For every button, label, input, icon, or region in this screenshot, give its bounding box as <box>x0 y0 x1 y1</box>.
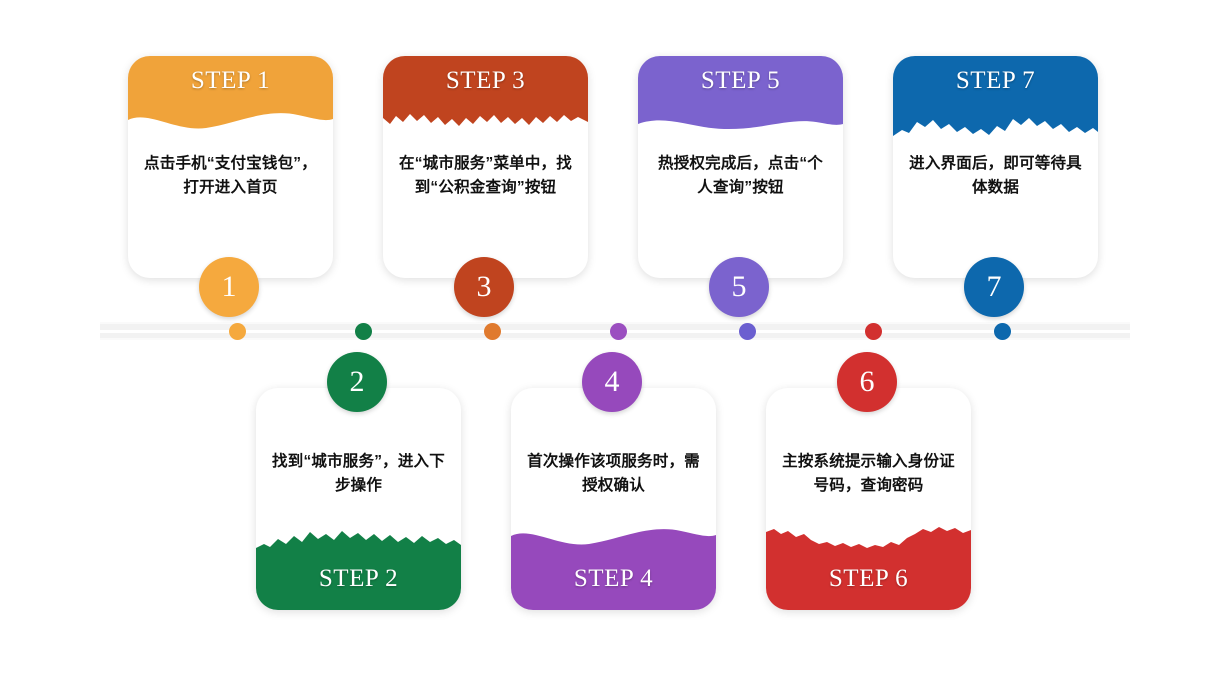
step-text-6: 主按系统提示输入身份证号码，查询密码 <box>782 453 955 495</box>
step-text-4: 首次操作该项服务时，需授权确认 <box>527 453 700 495</box>
step-number-circle-1[interactable]: 1 <box>199 257 259 317</box>
step-band-edge-1 <box>128 102 333 148</box>
timeline-dot-6[interactable] <box>865 323 882 340</box>
timeline-dot-5[interactable] <box>739 323 756 340</box>
step-card-7[interactable]: STEP 7 进入界面后，即可等待具体数据 <box>893 56 1098 278</box>
step-number-circle-6[interactable]: 6 <box>837 352 897 412</box>
step-band-5: STEP 5 <box>638 56 843 148</box>
step-label-4: STEP 4 <box>573 565 654 592</box>
step-band-4: STEP 4 <box>511 518 716 610</box>
timeline-dot-4[interactable] <box>610 323 627 340</box>
step-card-1[interactable]: STEP 1 点击手机“支付宝钱包”，打开进入首页 <box>128 56 333 278</box>
step-label-6: STEP 6 <box>828 565 909 592</box>
step-card-3[interactable]: STEP 3 在“城市服务”菜单中，找到“公积金查询”按钮 <box>383 56 588 278</box>
timeline-dot-2[interactable] <box>355 323 372 340</box>
timeline-dot-3[interactable] <box>484 323 501 340</box>
step-band-1: STEP 1 <box>128 56 333 148</box>
step-card-5[interactable]: STEP 5 热授权完成后，点击“个人查询”按钮 <box>638 56 843 278</box>
step-band-edge-5 <box>638 102 843 148</box>
step-band-edge-3 <box>383 102 588 148</box>
step-label-5: STEP 5 <box>700 67 781 94</box>
step-band-edge-6 <box>766 518 971 564</box>
step-text-2: 找到“城市服务”，进入下步操作 <box>272 453 445 495</box>
step-number-circle-4[interactable]: 4 <box>582 352 642 412</box>
step-text-7: 进入界面后，即可等待具体数据 <box>909 155 1082 197</box>
step-card-2[interactable]: STEP 2 找到“城市服务”，进入下步操作 <box>256 388 461 610</box>
step-band-2: STEP 2 <box>256 518 461 610</box>
step-label-3: STEP 3 <box>445 67 526 94</box>
step-text-3: 在“城市服务”菜单中，找到“公积金查询”按钮 <box>399 155 572 197</box>
step-band-edge-4 <box>511 518 716 564</box>
step-band-6: STEP 6 <box>766 518 971 610</box>
timeline-dot-7[interactable] <box>994 323 1011 340</box>
step-number-circle-2[interactable]: 2 <box>327 352 387 412</box>
step-band-3: STEP 3 <box>383 56 588 148</box>
step-band-edge-2 <box>256 518 461 564</box>
step-text-1: 点击手机“支付宝钱包”，打开进入首页 <box>144 155 317 197</box>
step-band-edge-7 <box>893 102 1098 148</box>
step-label-7: STEP 7 <box>955 67 1036 94</box>
step-label-2: STEP 2 <box>318 565 399 592</box>
step-label-1: STEP 1 <box>190 67 271 94</box>
step-number-circle-3[interactable]: 3 <box>454 257 514 317</box>
timeline-dot-1[interactable] <box>229 323 246 340</box>
step-card-6[interactable]: STEP 6 主按系统提示输入身份证号码，查询密码 <box>766 388 971 610</box>
step-card-4[interactable]: STEP 4 首次操作该项服务时，需授权确认 <box>511 388 716 610</box>
step-text-5: 热授权完成后，点击“个人查询”按钮 <box>658 155 823 197</box>
step-band-7: STEP 7 <box>893 56 1098 148</box>
step-number-circle-7[interactable]: 7 <box>964 257 1024 317</box>
step-number-circle-5[interactable]: 5 <box>709 257 769 317</box>
